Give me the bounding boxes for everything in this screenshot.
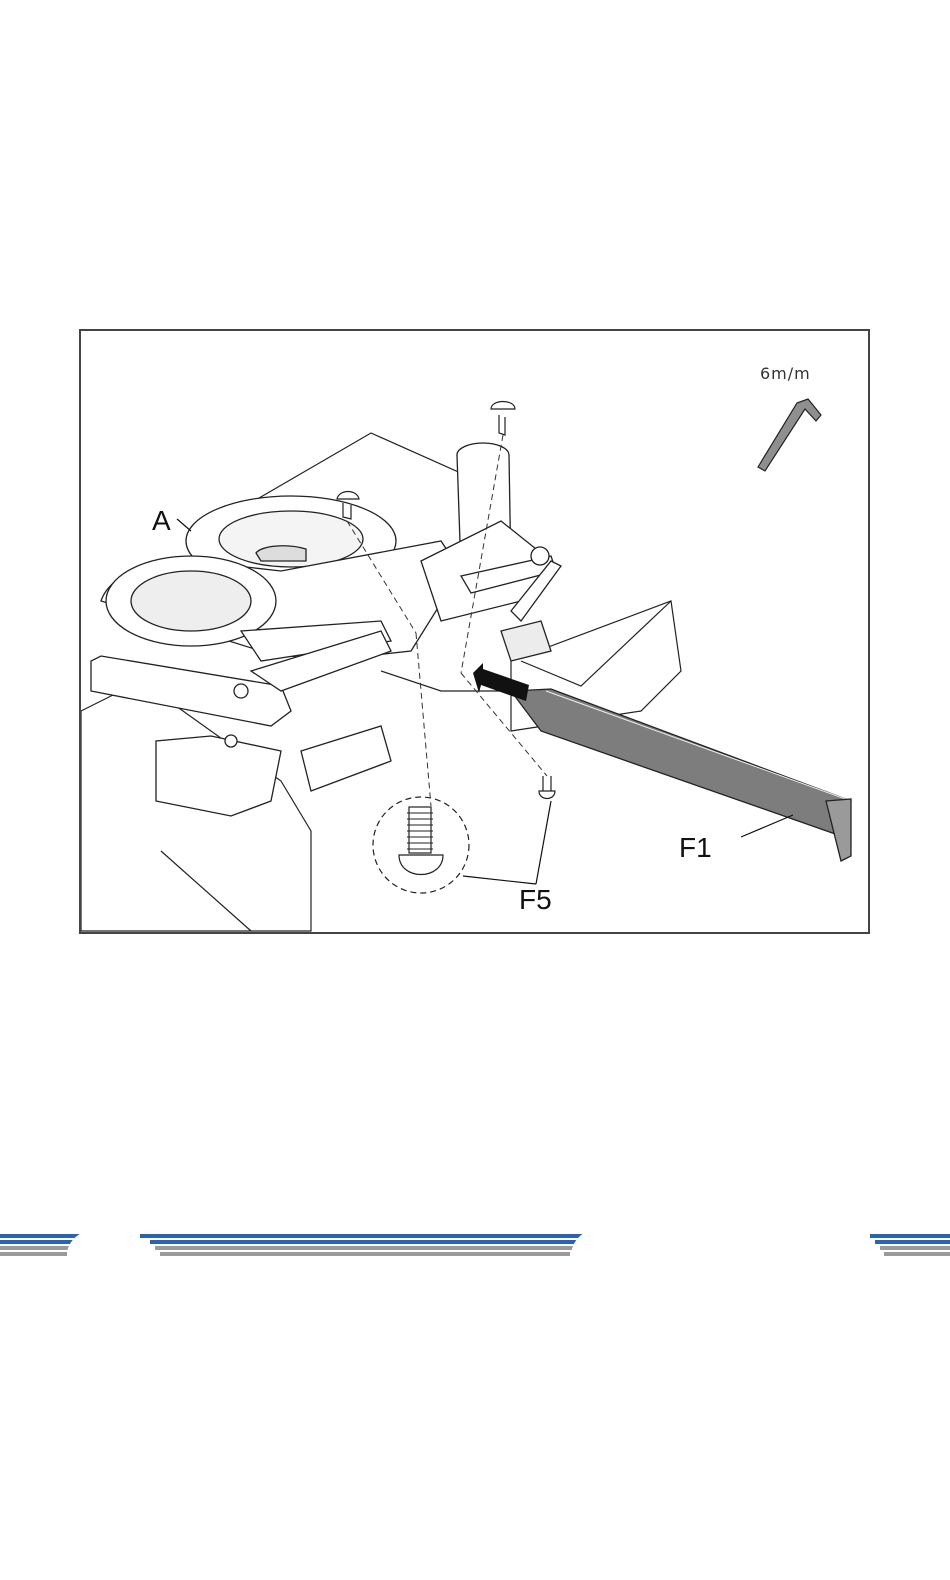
callout-f5: F5	[519, 886, 552, 914]
footer-dummy-115	[0, 1530, 950, 1580]
tool-size-label: 6m/m	[760, 364, 811, 383]
footer-stripes-bottom	[0, 1230, 950, 1280]
hex-key-icon	[758, 399, 821, 471]
arrow-right-icon	[473, 663, 529, 701]
assembly-drawing	[81, 331, 870, 934]
callout-f1: F1	[679, 834, 712, 862]
callout-a: A	[152, 507, 171, 535]
main-frame-tube	[421, 443, 561, 661]
pedal-arms	[91, 621, 391, 816]
bolt-detail	[373, 797, 469, 893]
assembly-figure: 6m/m A F1 F5	[79, 329, 870, 934]
